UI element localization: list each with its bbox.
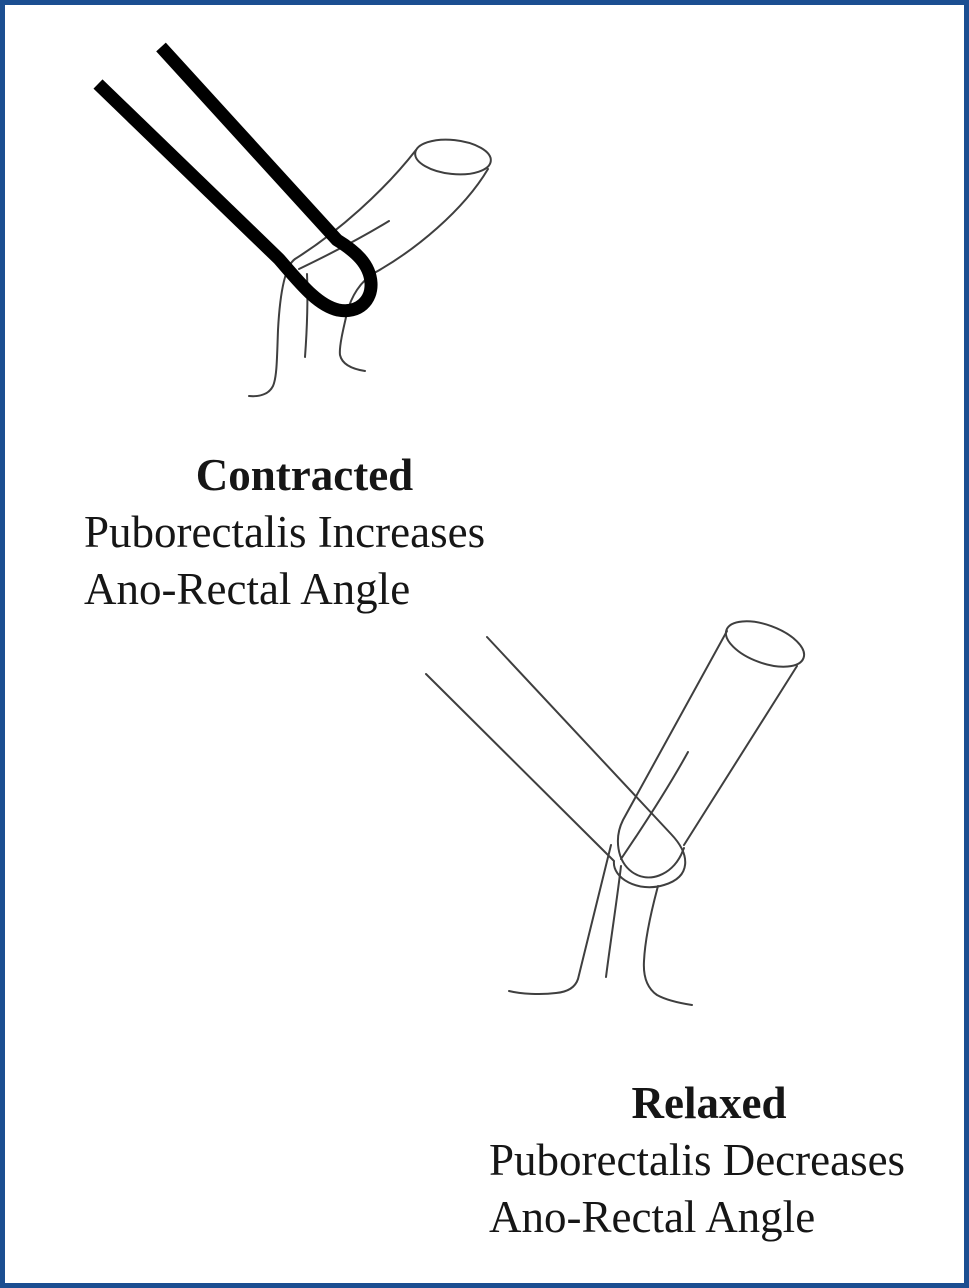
- relaxed-caption-line1: Puborectalis Decreases: [489, 1135, 906, 1185]
- rectum-left-wall-line: [616, 630, 728, 879]
- relaxed-caption-line2: Ano-Rectal Angle: [489, 1192, 816, 1242]
- rectum-right-wall-line: [683, 665, 798, 846]
- anal-canal-right-line: [642, 885, 693, 1006]
- anorectal-junction-line: [620, 751, 689, 860]
- relaxed-caption: Relaxed Puborectalis Decreases Ano-Recta…: [489, 1075, 929, 1246]
- contracted-caption: Contracted Puborectalis Increases Ano-Re…: [84, 447, 525, 618]
- rectum-upper-wall-line: [248, 149, 417, 398]
- rectum-opening-ellipse: [724, 620, 806, 668]
- contracted-title: Contracted: [195, 450, 414, 500]
- relaxed-illustration: [425, 620, 806, 1006]
- puborectalis-sling-relaxed: [425, 636, 687, 889]
- contracted-illustration: [93, 42, 492, 398]
- rectum-opening-ellipse: [414, 138, 492, 176]
- contracted-caption-line2: Ano-Rectal Angle: [84, 564, 411, 614]
- puborectalis-sling-contracted: [93, 42, 378, 318]
- contracted-caption-line1: Puborectalis Increases: [84, 507, 486, 557]
- anal-canal-left-line: [508, 844, 612, 996]
- anorectal-angle-figure: [93, 42, 806, 1006]
- anal-canal-mid-line: [605, 865, 622, 978]
- relaxed-title: Relaxed: [631, 1078, 787, 1128]
